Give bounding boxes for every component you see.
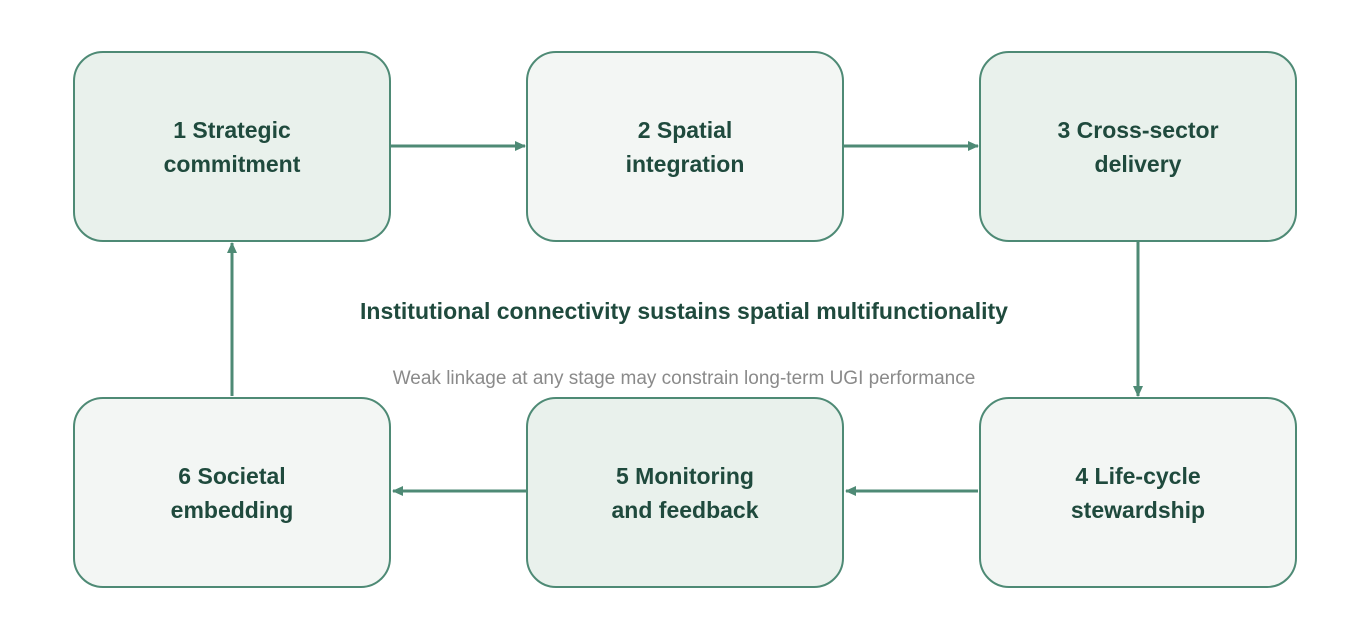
node-label: 2 Spatial integration (625, 116, 745, 177)
node-label: 6 Societal embedding (170, 462, 294, 523)
node-strategic-commitment: 1 Strategic commitment (73, 51, 391, 242)
node-spatial-integration: 2 Spatial integration (526, 51, 844, 242)
center-note: Weak linkage at any stage may constrain … (392, 368, 976, 389)
node-societal-embedding: 6 Societal embedding (73, 397, 391, 588)
center-title: Institutional connectivity sustains spat… (360, 298, 1008, 324)
node-monitoring-and-feedback: 5 Monitoring and feedback (526, 397, 844, 588)
node-label: 1 Strategic commitment (163, 116, 301, 177)
node-cross-sector-delivery: 3 Cross-sector delivery (979, 51, 1297, 242)
node-label: 4 Life-cycle stewardship (1070, 462, 1206, 523)
node-label: 5 Monitoring and feedback (611, 462, 759, 523)
node-life-cycle-stewardship: 4 Life-cycle stewardship (979, 397, 1297, 588)
node-label: 3 Cross-sector delivery (1057, 116, 1219, 177)
